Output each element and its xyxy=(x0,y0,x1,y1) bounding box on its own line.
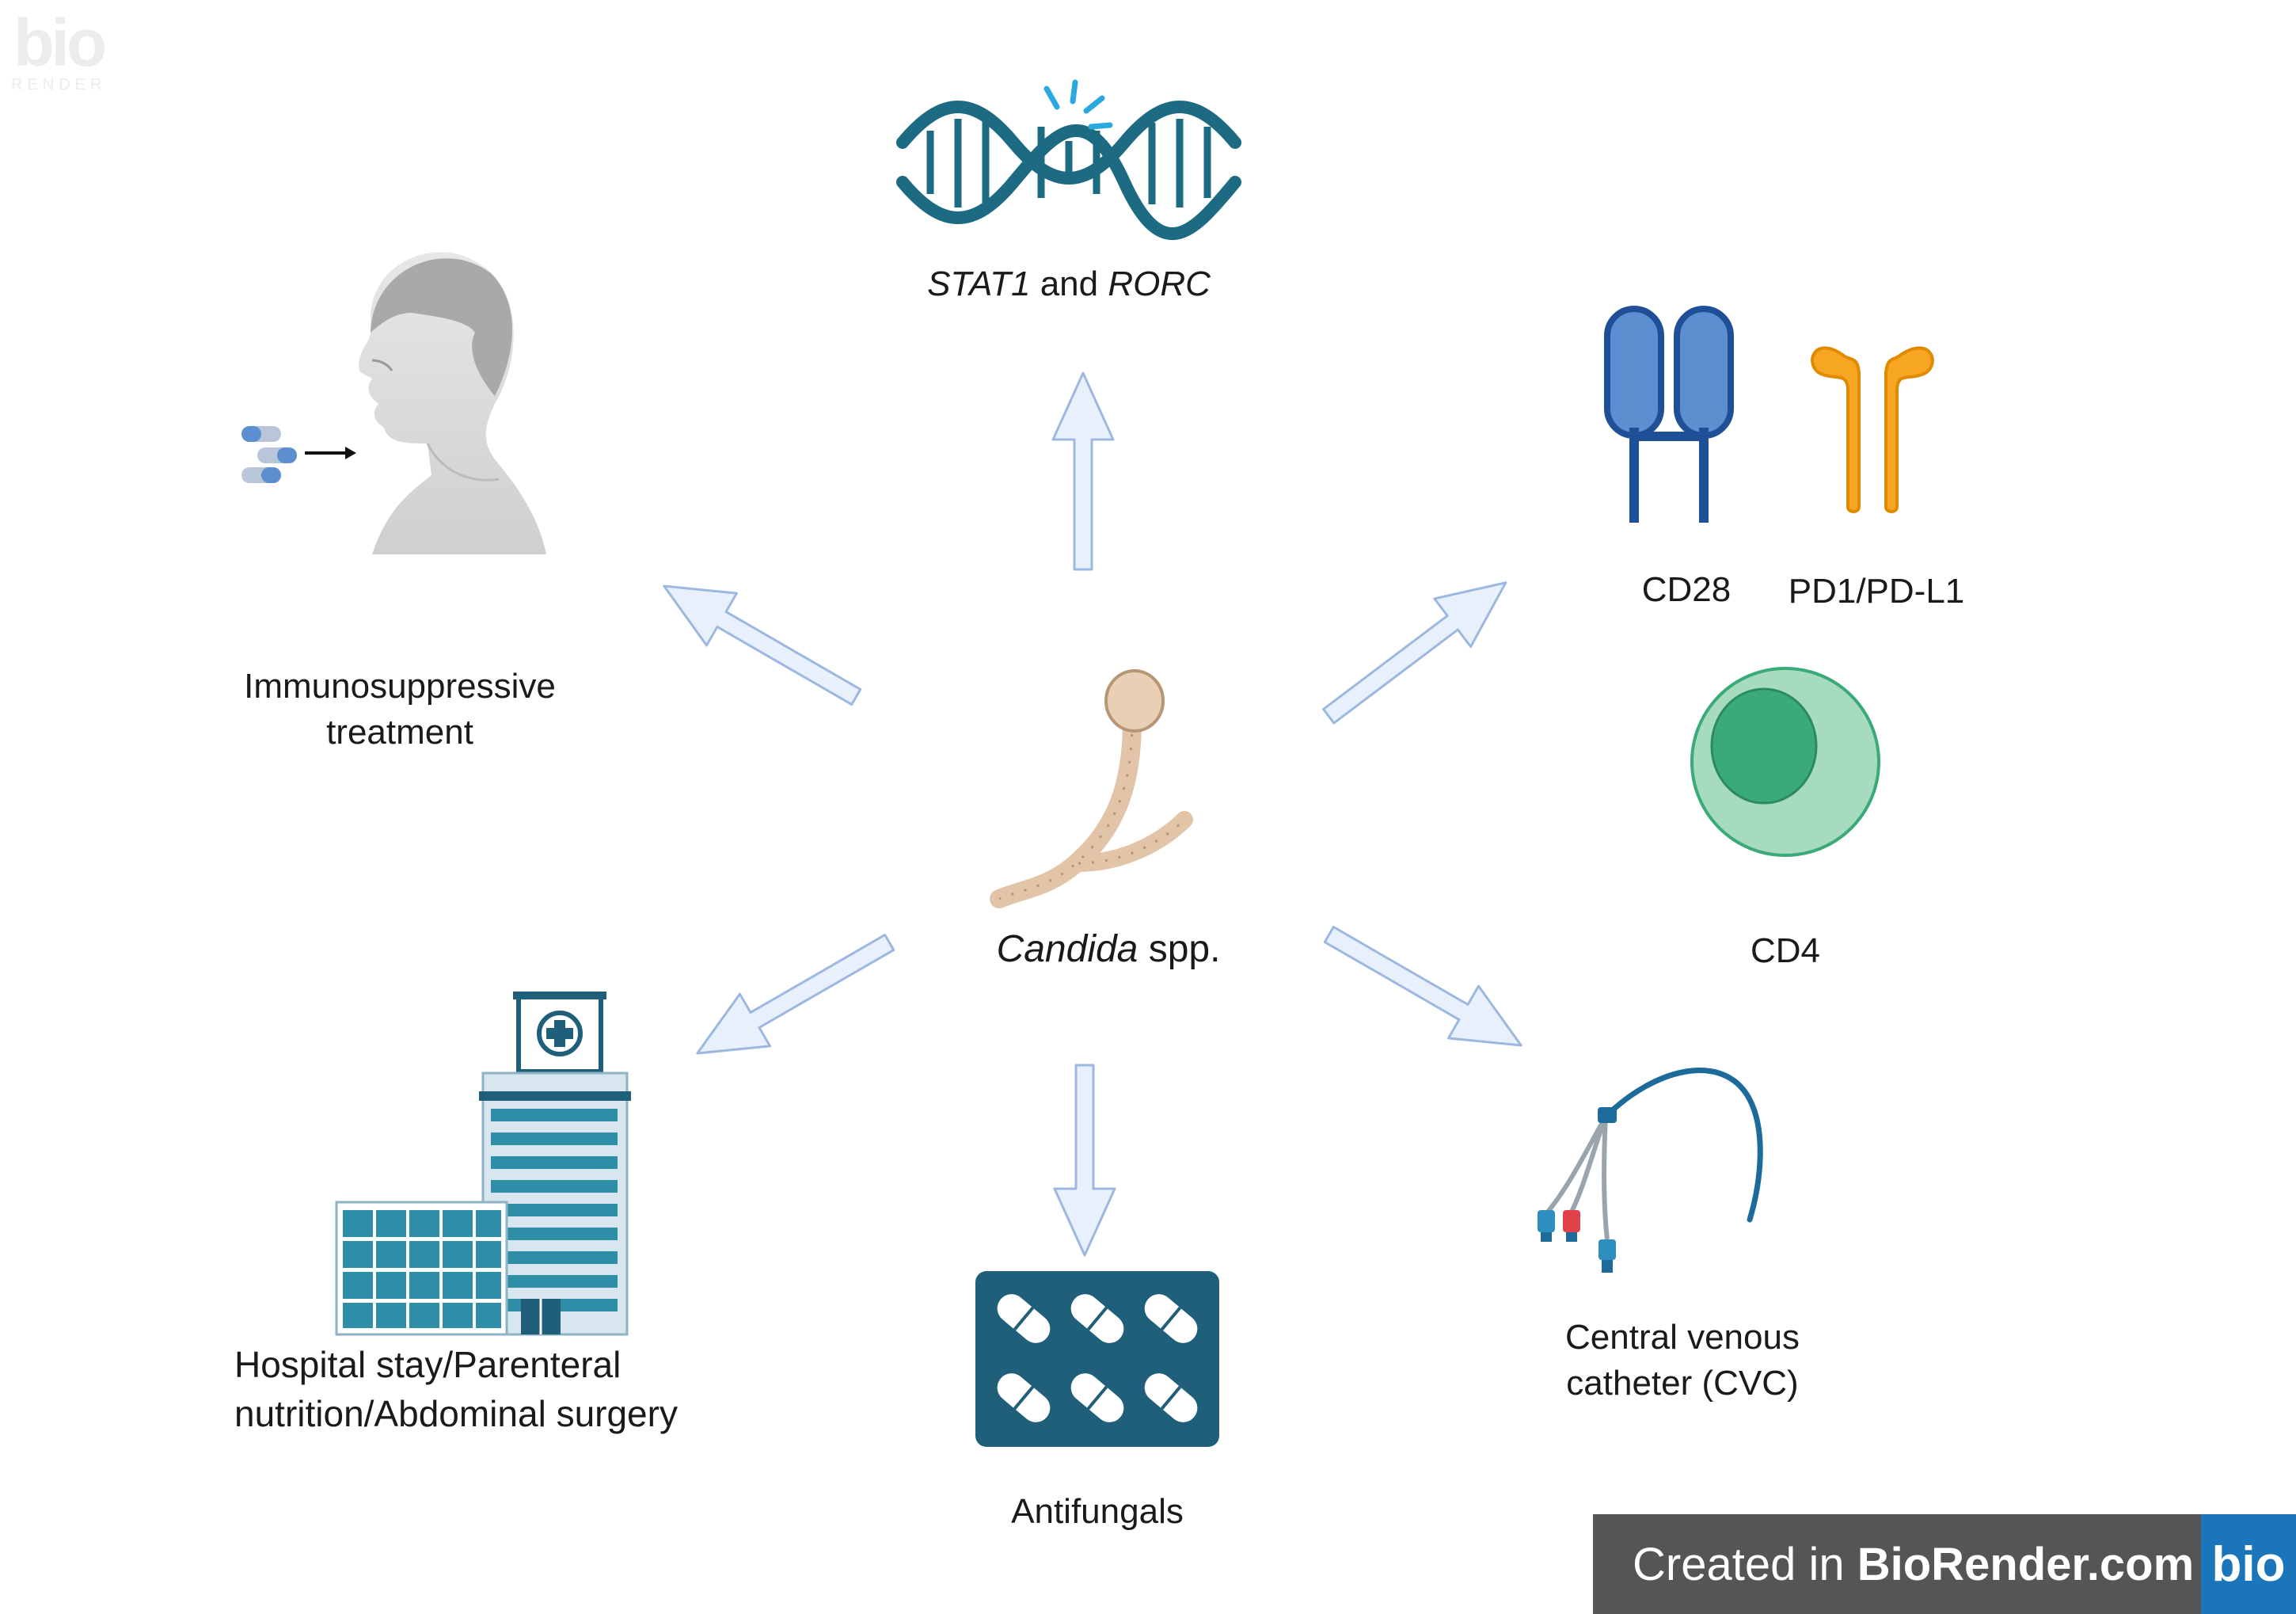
hospital-building-icon xyxy=(335,992,631,1336)
candida-hypha-icon xyxy=(990,669,1193,908)
biorender-badge[interactable]: Created in BioRender.com bio xyxy=(1593,1514,2296,1614)
arrow-to-cvc xyxy=(1323,925,1522,1047)
cvc-label: Central venous catheter (CVC) xyxy=(1504,1315,1861,1407)
pd1-label: PD1/PD-L1 xyxy=(1788,572,1965,611)
cd28-receptor-icon xyxy=(1604,306,1734,523)
candida-label: Candida spp. xyxy=(942,927,1275,973)
immunosuppressive-label: Immunosuppressive treatment xyxy=(198,664,602,756)
cd28-label: CD28 xyxy=(1641,570,1732,609)
dna-icon xyxy=(896,79,1241,240)
badge-brand: BioRender.com xyxy=(1857,1538,2195,1590)
cd4-label: CD4 xyxy=(1750,931,1821,970)
cvc-line2: catheter (CVC) xyxy=(1566,1364,1799,1403)
genes-label: STAT1 and RORC xyxy=(871,261,1267,307)
pill-blister-icon xyxy=(975,1271,1219,1447)
badge-prefix: Created in xyxy=(1633,1538,1857,1590)
cvc-line1: Central venous xyxy=(1565,1318,1800,1357)
gene-rorc: RORC xyxy=(1108,265,1211,303)
immunosuppressive-line2: treatment xyxy=(326,713,473,752)
person-taking-pills-icon xyxy=(241,252,546,554)
genes-and: and xyxy=(1030,265,1108,303)
watermark-logo: bio xyxy=(13,6,107,80)
arrow-to-receptors xyxy=(1322,581,1507,725)
candida-spp: spp. xyxy=(1138,928,1221,970)
candida-genus: Candida xyxy=(996,928,1138,970)
hospital-line2: nutrition/Abdominal surgery xyxy=(234,1393,678,1434)
gene-stat1: STAT1 xyxy=(927,265,1031,303)
arrow-to-immunosuppressive xyxy=(663,584,862,706)
pd1-receptor-icon xyxy=(1811,346,1934,513)
antifungals-label: Antifungals xyxy=(1011,1492,1184,1531)
biorender-logo-icon: bio xyxy=(2201,1514,2296,1614)
watermark-sub: RENDER xyxy=(11,76,107,93)
arrow-to-hospital xyxy=(696,933,895,1055)
central-venous-catheter-icon xyxy=(1538,1068,1763,1273)
badge-text: Created in BioRender.com xyxy=(1593,1538,2201,1591)
cd4-cell-icon xyxy=(1690,667,1880,857)
hospital-label: Hospital stay/Parenteral nutrition/Abdom… xyxy=(234,1340,741,1438)
hospital-line1: Hospital stay/Parenteral xyxy=(234,1344,622,1385)
arrow-to-genes xyxy=(1051,371,1115,571)
biorender-watermark: bio RENDER xyxy=(11,6,107,94)
arrow-to-antifungals xyxy=(1053,1064,1116,1257)
immunosuppressive-line1: Immunosuppressive xyxy=(244,667,556,706)
